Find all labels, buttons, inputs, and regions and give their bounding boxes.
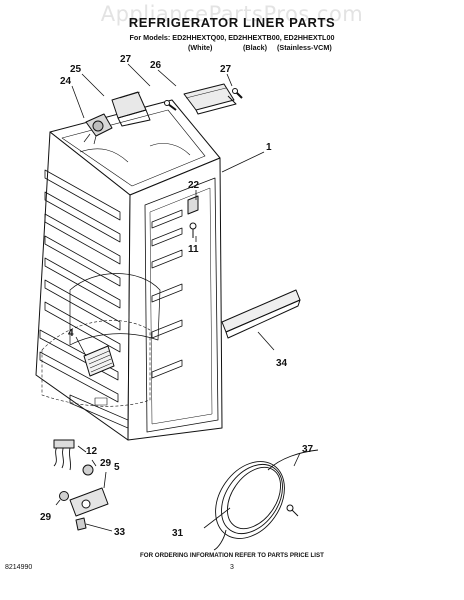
callout-27: 27 [120, 54, 132, 65]
leader-lines [55, 63, 301, 532]
callout-5: 5 [114, 462, 120, 473]
liner-body [35, 99, 223, 441]
document-number: 8214990 [5, 564, 33, 571]
callout-33: 33 [114, 527, 126, 538]
callout-29: 29 [100, 458, 112, 469]
part-26-top-trim [183, 83, 237, 115]
callout-34: 34 [276, 358, 288, 369]
callout-37: 37 [302, 444, 314, 455]
watermark: AppliancePartsPros.com [100, 2, 364, 26]
part-33-knob [75, 517, 87, 531]
part-12-wire-harness [53, 439, 75, 471]
callout-11: 11 [188, 244, 199, 255]
ordering-note: FOR ORDERING INFORMATION REFER TO PARTS … [140, 552, 324, 559]
variant-white: (White) [188, 43, 213, 52]
part-5-control-housing [69, 487, 109, 517]
part-29-clip-lower [59, 491, 69, 501]
part-25-light-housing [111, 91, 151, 127]
diagram-title: REFRIGERATOR LINER PARTS [128, 15, 336, 30]
part-27-screw-right [232, 88, 243, 99]
callout-29: 29 [40, 512, 52, 523]
part-31-capillary-tube [213, 449, 319, 551]
page-number: 3 [230, 564, 234, 571]
callout-26: 26 [150, 60, 162, 71]
callout-25: 25 [70, 64, 82, 75]
callout-1: 1 [266, 142, 272, 153]
variant-stainless: (Stainless-VCM) [277, 43, 332, 52]
part-22-bracket [187, 195, 199, 215]
callout-31: 31 [172, 528, 184, 539]
callout-4: 4 [68, 328, 74, 339]
callout-27: 27 [220, 64, 232, 75]
callout-12: 12 [86, 446, 98, 457]
part-34-trim-strip [221, 289, 301, 339]
part-27-screw-left [164, 100, 177, 111]
model-list: For Models: ED2HHEXTQ00, ED2HHEXTB00, ED… [129, 33, 335, 42]
part-29-clip-upper [82, 464, 94, 476]
callout-24: 24 [60, 76, 72, 87]
part-37-screw [286, 504, 299, 517]
callout-22: 22 [188, 180, 200, 191]
part-11-screw [189, 222, 197, 238]
part-24-light-socket [83, 113, 113, 145]
variant-black: (Black) [243, 43, 267, 52]
part-4-grille [83, 345, 115, 377]
